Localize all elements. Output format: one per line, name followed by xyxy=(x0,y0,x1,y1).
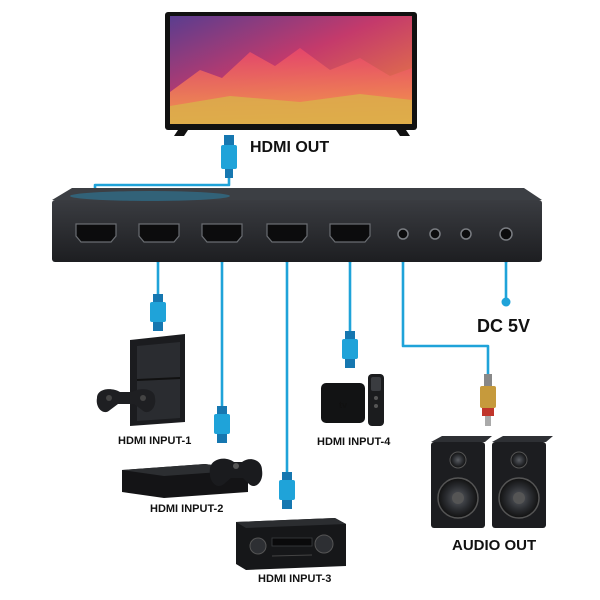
streaming-box-body xyxy=(321,383,365,423)
rca-plug-audio xyxy=(480,374,496,426)
tv-brand-text: SAMSUNG xyxy=(283,126,299,130)
hdmi-plug-input-2 xyxy=(214,406,230,443)
streaming-box: tv xyxy=(321,374,384,426)
dc-5v-label: DC 5V xyxy=(477,316,530,336)
port-hdmi-in-4 xyxy=(329,223,371,243)
jack-audio-out xyxy=(397,228,409,240)
apple-tv-logo-text: tv xyxy=(339,400,347,410)
hdmi-plug-input-1 xyxy=(150,294,166,331)
port-hdmi-in-3 xyxy=(266,223,308,243)
game-console-2 xyxy=(122,458,263,498)
tv-right-foot xyxy=(396,130,410,136)
hdmi-input-4-label: HDMI INPUT-4 xyxy=(317,436,391,448)
hdmi-switch-box xyxy=(52,188,542,262)
xbox-controller-icon xyxy=(209,458,263,487)
hdmi-out-label: HDMI OUT xyxy=(250,139,329,156)
jack-dc-power xyxy=(499,227,513,241)
hdmi-plug-input-3 xyxy=(279,472,295,509)
game-console-1 xyxy=(96,334,185,426)
av-receiver xyxy=(236,518,346,570)
receiver-display xyxy=(271,537,313,547)
jack-aux-2 xyxy=(460,228,472,240)
hdmi-plug-tv xyxy=(221,135,237,178)
speaker-right-tweeter xyxy=(510,451,528,469)
audio-out-label: AUDIO OUT xyxy=(452,537,536,554)
receiver-right-knob xyxy=(314,534,334,554)
cables xyxy=(93,176,508,478)
speaker-right xyxy=(492,436,553,528)
port-hdmi-in-1 xyxy=(138,223,180,243)
hdmi-plug-input-4 xyxy=(342,331,358,368)
port-hdmi-in-2 xyxy=(201,223,243,243)
gamepad-icon xyxy=(96,389,156,413)
speaker-left-tweeter xyxy=(449,451,467,469)
port-hdmi-out xyxy=(75,223,117,243)
tv-left-foot xyxy=(174,130,188,136)
hdmi-input-3-label: HDMI INPUT-3 xyxy=(258,573,331,585)
hdmi-input-1-label: HDMI INPUT-1 xyxy=(118,435,191,447)
receiver-left-knob xyxy=(249,537,267,555)
jack-aux-1 xyxy=(429,228,441,240)
cable-audio-out xyxy=(401,256,490,378)
switch-top-face xyxy=(52,188,542,200)
hdmi-input-2-label: HDMI INPUT-2 xyxy=(150,503,223,515)
speaker-left xyxy=(431,436,492,528)
television: SAMSUNG xyxy=(165,12,417,136)
